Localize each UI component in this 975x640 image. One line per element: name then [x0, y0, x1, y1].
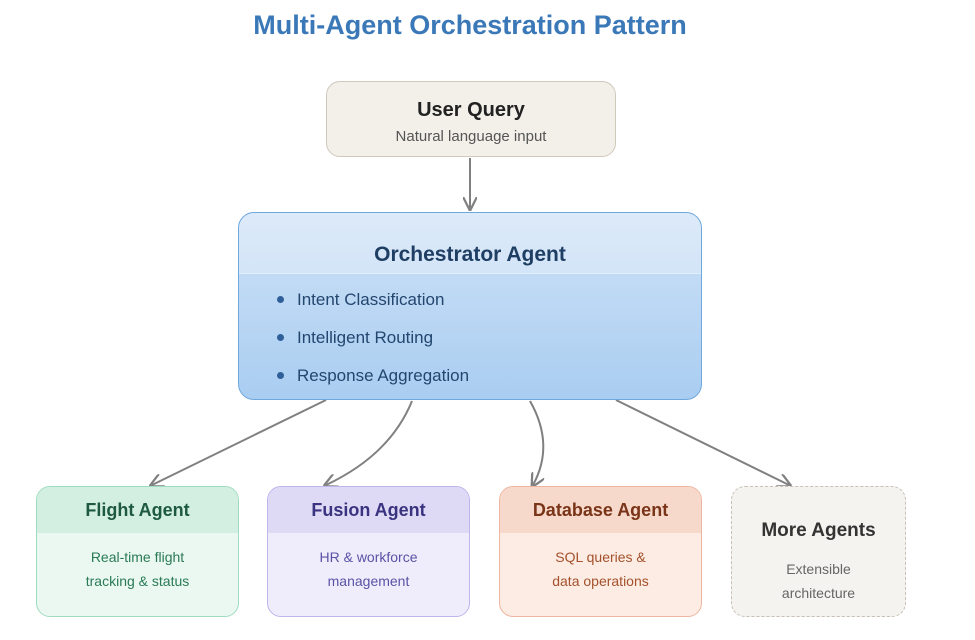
edge-orchestrator-to-fusion — [326, 400, 413, 485]
orchestrator-agent-node: Orchestrator Agent Intent Classification… — [238, 212, 702, 400]
flight-agent-header-band — [37, 487, 238, 533]
bullet-icon — [277, 372, 284, 379]
diagram-title: Multi-Agent Orchestration Pattern — [253, 10, 687, 40]
bullet-icon — [277, 334, 284, 341]
edge-orchestrator-to-flight — [152, 399, 327, 485]
capability-item: Intelligent Routing — [277, 325, 469, 363]
orchestrator-heading: Orchestrator Agent — [374, 243, 566, 266]
user-query-subtitle: Natural language input — [395, 128, 547, 145]
capability-item: Intent Classification — [277, 287, 469, 325]
edge-orchestrator-to-more — [615, 399, 789, 485]
more-agents-heading: More Agents — [761, 520, 876, 541]
flight-agent-heading: Flight Agent — [85, 500, 190, 520]
user-query-node: User Query Natural language input — [326, 81, 616, 157]
fusion-agent-node: Fusion Agent HR & workforce management — [267, 486, 470, 617]
bullet-icon — [277, 296, 284, 303]
orchestrator-header-band — [239, 213, 701, 274]
flight-agent-node: Flight Agent Real-time flight tracking &… — [36, 486, 239, 617]
orchestrator-capability-list: Intent Classification Intelligent Routin… — [277, 287, 469, 399]
more-agents-node: More Agents Extensible architecture — [731, 486, 906, 617]
fusion-agent-description: HR & workforce management — [319, 549, 418, 589]
database-agent-header-band — [500, 487, 701, 533]
user-query-heading: User Query — [417, 99, 525, 121]
database-agent-node: Database Agent SQL queries & data operat… — [499, 486, 702, 617]
database-agent-description: SQL queries & data operations — [552, 549, 649, 589]
capability-item: Response Aggregation — [277, 363, 469, 399]
edge-orchestrator-to-database — [529, 400, 543, 485]
database-agent-heading: Database Agent — [532, 500, 669, 520]
fusion-agent-heading: Fusion Agent — [311, 500, 426, 520]
more-agents-description: Extensible architecture — [781, 561, 856, 601]
fusion-agent-header-band — [268, 487, 469, 533]
flight-agent-description: Real-time flight tracking & status — [85, 549, 190, 589]
